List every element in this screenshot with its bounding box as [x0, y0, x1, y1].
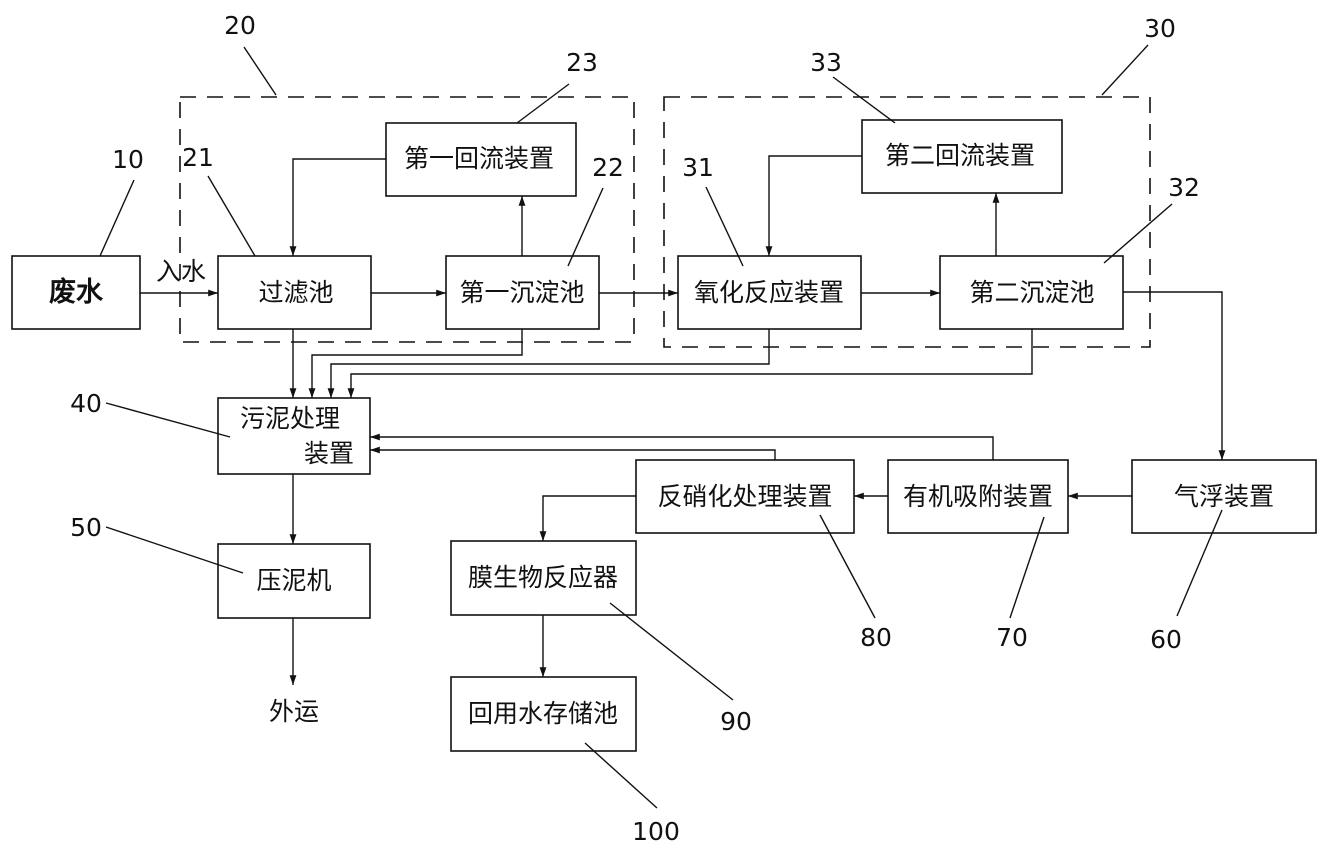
ref-number-60: 60 [1150, 625, 1182, 654]
box-wastewater-label: 废水 [49, 276, 104, 308]
box-membrane-bioreactor-label: 膜生物反应器 [468, 563, 618, 592]
leader-100 [584, 742, 658, 809]
box-second-sedimentation: 第二沉淀池 [939, 255, 1124, 330]
sludge-first-sedimentation-to-treatment [308, 329, 523, 398]
flow-second-reflux-to-oxidation [765, 155, 862, 256]
ref-number-22: 22 [592, 153, 624, 182]
box-first-reflux-label: 第一回流装置 [404, 144, 554, 173]
leader-50 [105, 526, 244, 574]
ref-number-23: 23 [566, 48, 598, 77]
box-organic-adsorption: 有机吸附装置 [887, 459, 1069, 534]
leader-21 [207, 175, 256, 257]
group-20-outline [179, 96, 635, 343]
leader-30 [1101, 44, 1149, 96]
box-second-sedimentation-label: 第二沉淀池 [969, 278, 1094, 307]
ref-number-100: 100 [632, 817, 680, 846]
ref-number-40: 40 [70, 389, 102, 418]
ref-number-21: 21 [182, 143, 214, 172]
ref-number-70: 70 [996, 623, 1028, 652]
ref-number-80: 80 [860, 623, 892, 652]
box-denitrification: 反硝化处理装置 [635, 459, 855, 534]
ref-number-90: 90 [720, 707, 752, 736]
box-first-sedimentation-label: 第一沉淀池 [459, 278, 584, 307]
box-sludge-treatment-label-line2: 装置 [304, 439, 354, 468]
box-air-flotation: 气浮装置 [1131, 459, 1317, 534]
box-first-sedimentation: 第一沉淀池 [445, 255, 600, 330]
leader-40 [105, 402, 231, 438]
box-second-reflux-label: 第二回流装置 [885, 141, 1035, 170]
label-water-inlet: 入水 [156, 257, 206, 286]
ref-number-50: 50 [70, 513, 102, 542]
leader-60 [1176, 509, 1223, 617]
leader-70 [1009, 516, 1045, 619]
leader-33 [832, 76, 896, 124]
box-sludge-treatment: 污泥处理 装置 [217, 397, 371, 475]
leader-80 [819, 514, 876, 619]
sludge-organic-adsorption-to-treatment [370, 433, 994, 460]
box-denitrification-label: 反硝化处理装置 [657, 482, 832, 511]
ref-number-33: 33 [810, 48, 842, 77]
leader-32 [1103, 203, 1173, 264]
flow-first-reflux-to-filter [289, 158, 386, 256]
leader-90 [609, 602, 734, 701]
box-filter-tank: 过滤池 [217, 255, 372, 330]
box-filter-tank-label: 过滤池 [258, 278, 333, 307]
label-outward-transport: 外运 [269, 697, 319, 726]
ref-number-20: 20 [224, 11, 256, 40]
box-first-reflux: 第一回流装置 [385, 122, 577, 197]
box-reuse-water-storage: 回用水存储池 [450, 676, 637, 752]
ref-number-10: 10 [112, 145, 144, 174]
sludge-denitrification-to-treatment [370, 446, 776, 460]
box-sludge-treatment-label-line1: 污泥处理 [240, 404, 340, 433]
group-30-outline [663, 96, 1151, 348]
ref-number-31: 31 [682, 153, 714, 182]
sludge-oxidation-to-treatment [327, 329, 770, 398]
leader-22 [567, 187, 604, 267]
leader-10 [99, 179, 135, 257]
ref-number-30: 30 [1144, 14, 1176, 43]
flow-second-sedimentation-to-air-flotation [1123, 291, 1226, 460]
leader-23 [516, 83, 570, 124]
flow-denitrification-to-membrane-bioreactor [539, 495, 636, 541]
box-second-reflux: 第二回流装置 [861, 119, 1063, 194]
box-wastewater: 废水 [11, 255, 141, 330]
box-sludge-press: 压泥机 [217, 543, 371, 619]
box-membrane-bioreactor: 膜生物反应器 [450, 540, 637, 616]
box-oxidation-reactor-label: 氧化反应装置 [694, 278, 844, 307]
sludge-second-sedimentation-to-treatment [347, 329, 1033, 398]
leader-20 [243, 46, 277, 96]
box-sludge-press-label: 压泥机 [256, 566, 331, 595]
leader-31 [705, 186, 744, 267]
box-organic-adsorption-label: 有机吸附装置 [903, 482, 1053, 511]
box-oxidation-reactor: 氧化反应装置 [677, 255, 862, 330]
box-air-flotation-label: 气浮装置 [1174, 482, 1274, 511]
box-reuse-water-storage-label: 回用水存储池 [468, 699, 618, 728]
ref-number-32: 32 [1168, 173, 1200, 202]
